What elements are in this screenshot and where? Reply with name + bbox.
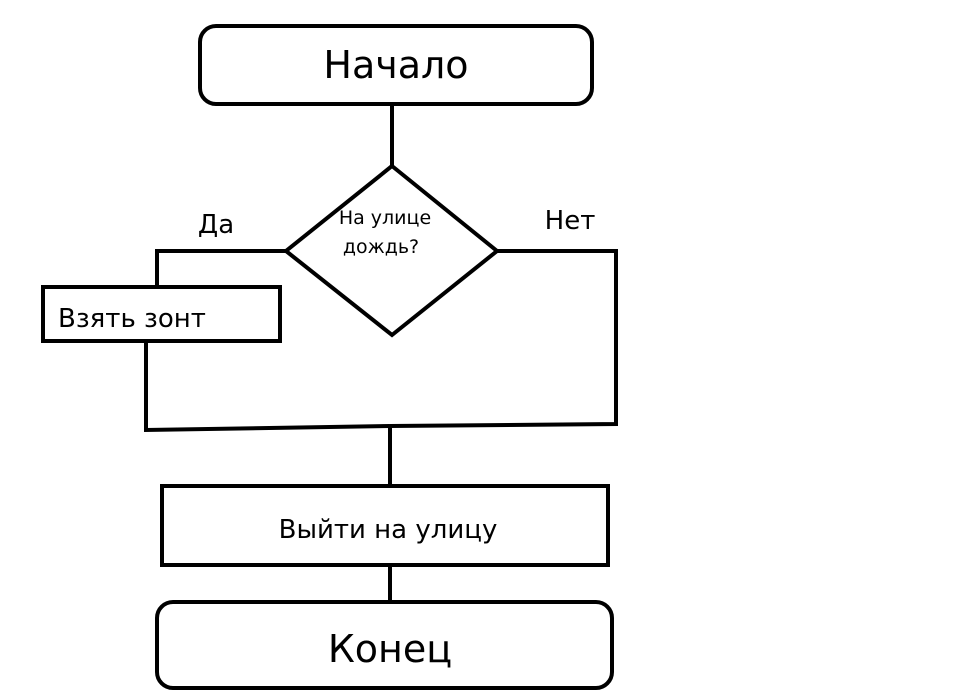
take-umbrella-label: Взять зонт bbox=[58, 304, 206, 334]
connector-yes-branch bbox=[155, 249, 286, 287]
end-terminal-shape bbox=[155, 600, 614, 690]
go-outside-label: Выйти на улицу bbox=[279, 515, 498, 545]
start-node: Начало bbox=[198, 24, 594, 106]
go-outside-process-shape bbox=[160, 484, 610, 567]
connector-no-branch bbox=[389, 249, 618, 428]
decision-label-line1: На улице bbox=[339, 207, 431, 229]
start-label: Начало bbox=[323, 43, 468, 87]
edge-label-no: Нет bbox=[545, 206, 596, 236]
start-terminal-shape bbox=[198, 24, 594, 106]
take-umbrella-process-shape bbox=[41, 285, 282, 343]
connectors bbox=[144, 104, 618, 602]
end-node: Конец bbox=[155, 600, 614, 690]
take-umbrella-node: Взять зонт bbox=[41, 285, 282, 343]
go-outside-node: Выйти на улицу bbox=[160, 484, 610, 567]
connector-umbrella-to-merge bbox=[144, 341, 391, 433]
decision-diamond-shape bbox=[282, 163, 501, 338]
end-label: Конец bbox=[328, 627, 452, 671]
edge-label-yes: Да bbox=[198, 210, 234, 240]
decision-label-line2: дождь? bbox=[343, 236, 419, 258]
decision-node: На улице дождь? bbox=[282, 163, 501, 338]
